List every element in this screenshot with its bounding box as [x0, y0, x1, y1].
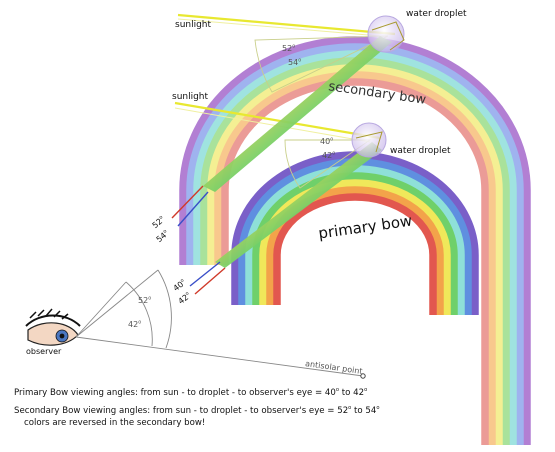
label-sunlight-top: sunlight	[175, 20, 212, 30]
angle-label-40-primary: 40o	[320, 137, 334, 146]
droplet-mid-reflection	[355, 131, 383, 153]
sunlight-ray-top	[177, 13, 396, 36]
caption-primary: Primary Bow viewing angles: from sun - t…	[14, 387, 368, 398]
label-sunlight-mid: sunlight	[172, 92, 209, 102]
angle-label-52-observer: 52o	[138, 296, 152, 305]
line-to-antisolar	[75, 336, 364, 377]
label-water-droplet-mid: water droplet	[390, 146, 451, 156]
angle-label-42-observer: 42o	[128, 320, 142, 329]
angle-label-42-primary: 42o	[322, 151, 336, 160]
primary-beam	[215, 142, 382, 268]
secondary-beam	[203, 36, 392, 192]
droplet-top-reflection	[371, 21, 405, 51]
arc-42	[157, 269, 172, 349]
ray-blue-54	[177, 191, 209, 227]
caption-reversed-note: colors are reversed in the secondary bow…	[24, 418, 206, 428]
caption-secondary: Secondary Bow viewing angles: from sun -…	[14, 405, 380, 416]
secondary-bow-band-6	[221, 78, 489, 445]
angle-label-52-secondary: 52o	[282, 44, 296, 53]
secondary-bow-band-1	[186, 43, 524, 445]
primary-bow-band-3	[252, 172, 458, 315]
secondary-bow-band-5	[214, 71, 496, 445]
primary-bow-band-5	[266, 186, 444, 315]
observer-eye-icon	[25, 308, 81, 346]
primary-bow-band-4	[259, 179, 451, 315]
sunlight-ray-mid	[174, 101, 381, 140]
water-droplet-mid	[351, 122, 387, 158]
angle-wedge-primary	[284, 139, 372, 189]
ray-red-42	[194, 267, 226, 295]
secondary-bow-band-0	[179, 36, 531, 445]
ray-red-52	[171, 185, 204, 219]
primary-bow-band-6	[273, 193, 437, 315]
label-observer: observer	[26, 347, 62, 356]
angle-wedge-secondary	[254, 35, 389, 93]
arc-52	[125, 281, 153, 347]
line-42	[75, 269, 159, 338]
water-droplet-top	[367, 15, 405, 53]
label-water-droplet-top: water droplet	[406, 9, 467, 19]
angle-label-54-secondary: 54o	[288, 58, 302, 67]
ray-blue-40	[189, 261, 221, 287]
line-52	[75, 281, 127, 338]
sunlight-ray-mid-faint	[174, 107, 371, 143]
sunlight-ray-top-faint	[177, 18, 381, 37]
secondary-bow-band-2	[193, 50, 517, 445]
antisolar-point-marker	[360, 373, 366, 379]
